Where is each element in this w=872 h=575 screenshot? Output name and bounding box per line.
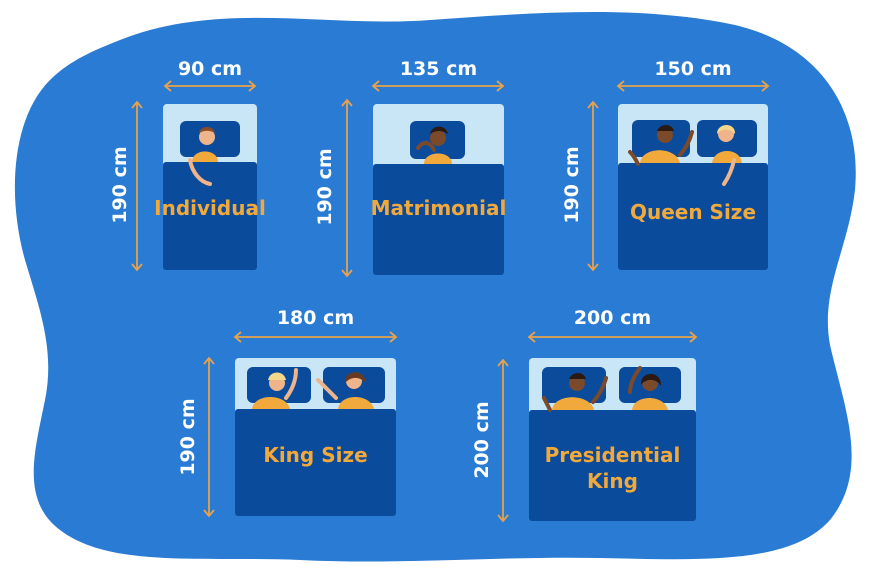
- background-blob: [14, 11, 856, 562]
- bed-king: [203, 331, 398, 518]
- bed-name: Matrimonial: [370, 196, 507, 220]
- width-label: 200 cm: [573, 307, 652, 329]
- width-label: 180 cm: [276, 307, 355, 329]
- length-arrow: [131, 100, 143, 272]
- sleeper-icon: [712, 125, 742, 186]
- sleeper-icon: [416, 126, 452, 164]
- bed-queen: [587, 80, 770, 272]
- bed-presidential-king: [497, 331, 698, 523]
- width-arrow: [527, 331, 698, 343]
- width-label: 150 cm: [654, 58, 732, 80]
- bed-matrimonial: [341, 80, 505, 278]
- width-arrow: [616, 80, 770, 92]
- bed-name: Queen Size: [629, 200, 757, 224]
- sleeper-icon: [188, 127, 218, 186]
- width-arrow: [371, 80, 505, 92]
- bed-individual: [131, 80, 257, 272]
- length-label: 190 cm: [177, 398, 199, 476]
- sleeper-icon: [542, 373, 608, 412]
- length-arrow: [341, 98, 353, 278]
- length-arrow: [587, 100, 599, 272]
- length-label: 190 cm: [561, 146, 583, 224]
- length-label: 200 cm: [471, 401, 493, 479]
- length-arrow: [203, 356, 215, 518]
- width-arrow: [163, 80, 257, 92]
- sleeper-icon: [628, 125, 694, 166]
- bed-name-line2: King: [587, 469, 638, 493]
- width-arrow: [233, 331, 398, 343]
- length-arrow: [497, 358, 509, 523]
- width-label: 135 cm: [399, 58, 478, 80]
- sleeper-icon: [316, 372, 374, 409]
- length-label: 190 cm: [109, 146, 131, 224]
- bed-name-line1: Presidential: [544, 443, 681, 467]
- bed-name: Individual: [154, 196, 266, 220]
- sleeper-icon: [628, 366, 668, 410]
- bed-name: King Size: [263, 443, 368, 467]
- length-label: 190 cm: [314, 148, 336, 226]
- width-label: 90 cm: [177, 58, 243, 80]
- sleeper-icon: [252, 368, 298, 409]
